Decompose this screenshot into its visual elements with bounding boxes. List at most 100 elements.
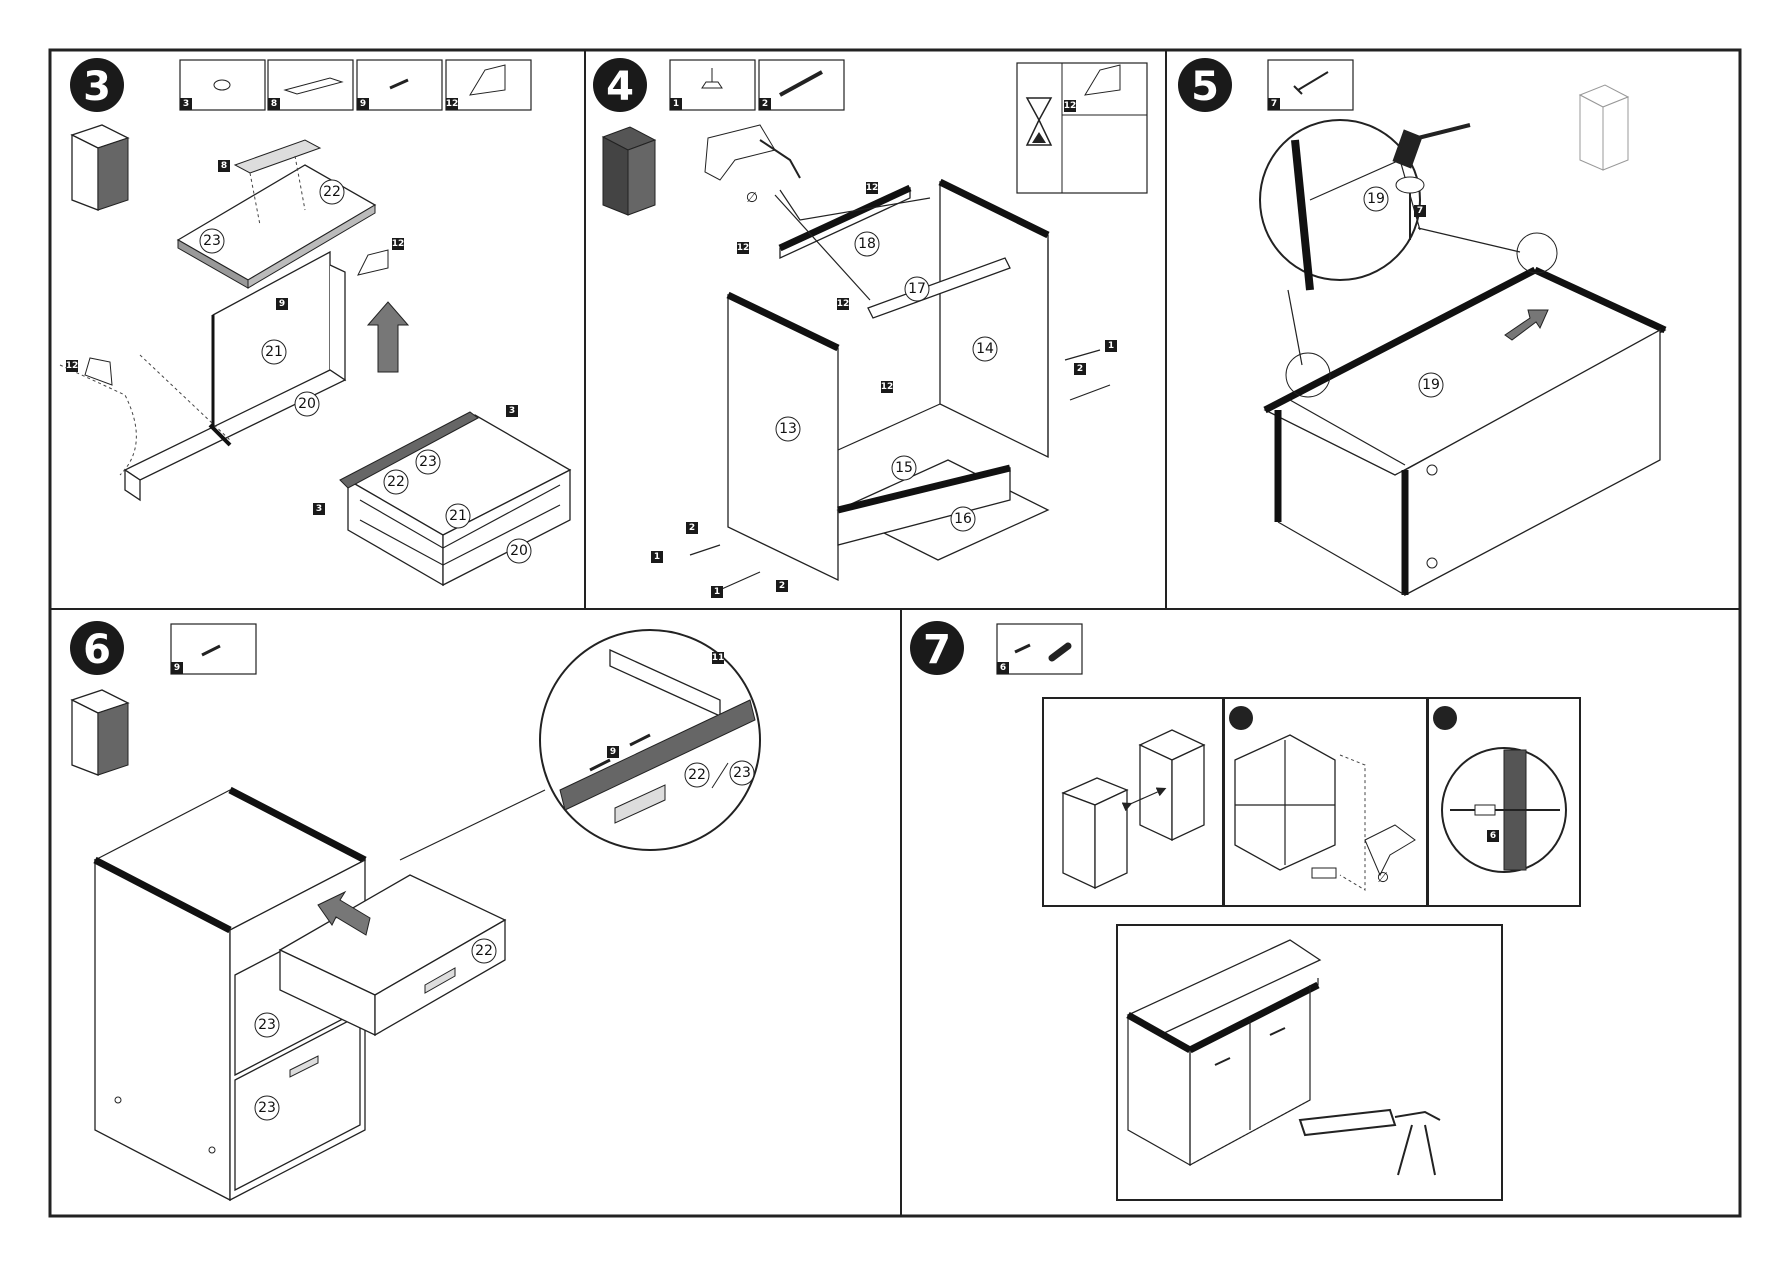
- step-7-panel: 7 6 ∅: [910, 621, 1581, 1201]
- part-box: [1267, 59, 1354, 111]
- step-badge: [70, 621, 124, 675]
- part-label: 20: [510, 543, 528, 559]
- hourglass-icon: [1025, 97, 1053, 146]
- part-number: 3: [183, 99, 189, 109]
- part-tag: 3: [316, 504, 322, 514]
- drawer-front: [234, 1013, 361, 1192]
- step-number: 3: [83, 64, 111, 110]
- assembled-drawer: [339, 411, 572, 587]
- outer-frame: [48, 48, 1742, 1218]
- part-tag: 11: [712, 653, 725, 663]
- part-label: 20: [298, 396, 316, 412]
- dowel-icon: [1048, 642, 1072, 662]
- part-tag: 2: [689, 523, 695, 533]
- handle-icon: [289, 1055, 319, 1078]
- part-label: 23: [419, 454, 437, 470]
- step-6-panel: 6 9 11 9: [70, 621, 761, 1202]
- part-tag: 12: [881, 382, 894, 392]
- part-number: 9: [174, 663, 180, 673]
- part-label: 21: [449, 508, 467, 524]
- handle-icon: [1214, 1057, 1231, 1066]
- part-number: 12: [446, 99, 459, 109]
- step-badge: [910, 621, 964, 675]
- final-cabinet: [1116, 924, 1503, 1201]
- cabinet-thumbnail: [601, 126, 657, 216]
- parts-list: 1 2: [669, 59, 845, 111]
- cam-cap-icon: [213, 79, 231, 91]
- glue-bottle-icon: [84, 357, 113, 386]
- part-label: 13: [779, 421, 797, 437]
- cabinet-thumbnail: [70, 124, 130, 211]
- part-number: 6: [1000, 663, 1006, 673]
- step-number: 6: [83, 627, 111, 673]
- dowel-strip-icon: [1311, 867, 1337, 879]
- step-number: 4: [606, 64, 634, 110]
- screw-icon: [1014, 643, 1031, 654]
- glue-bottle-icon: [469, 64, 506, 96]
- part-label: 23: [258, 1100, 276, 1116]
- part-tag: 9: [279, 299, 285, 309]
- detail-magnifier: [1259, 119, 1421, 281]
- part-label: 22: [475, 943, 493, 959]
- drill-icon: [704, 124, 801, 181]
- part-tag: [268, 98, 280, 110]
- nail-icon: [1293, 71, 1329, 95]
- parts-list: 3 8 9 12: [179, 59, 532, 111]
- step-badge: [70, 58, 124, 112]
- part-labels: 19 7 19: [1363, 186, 1444, 398]
- hammer-icon: [1392, 123, 1471, 169]
- part-label: 22: [688, 767, 706, 783]
- part-tag: 7: [1417, 206, 1423, 216]
- part-label: 22: [323, 184, 341, 200]
- screw-icon: [389, 78, 409, 90]
- step-number: 7: [923, 627, 951, 673]
- part-tag: 1: [1108, 341, 1114, 351]
- part-tag: 8: [221, 161, 227, 171]
- adjustable-foot-icon: [701, 68, 723, 89]
- part-tag: 1: [654, 552, 660, 562]
- part-tag: 12: [837, 299, 850, 309]
- part-tag: 12: [392, 239, 405, 249]
- handle-icon: [283, 77, 344, 95]
- part-labels: 12 18 12 17 12 14 1 2 12 13 15 16 2 1 1 …: [651, 182, 1117, 598]
- part-label: 22: [387, 474, 405, 490]
- part-label: 23: [733, 765, 751, 781]
- top-rail: [867, 257, 1011, 319]
- part-label: 23: [203, 233, 221, 249]
- step-badge: [593, 58, 647, 112]
- arrow-icon: [317, 890, 371, 936]
- part-label: 14: [976, 341, 994, 357]
- diameter-symbol: ∅: [746, 190, 758, 206]
- part-number: 8: [271, 99, 277, 109]
- glue-bottle-icon: [357, 249, 389, 276]
- part-number: 2: [762, 99, 768, 109]
- part-number: 7: [1271, 99, 1277, 109]
- part-label: 15: [895, 460, 913, 476]
- part-label: 23: [258, 1017, 276, 1033]
- part-number: 9: [360, 99, 366, 109]
- detail-magnifier: [539, 629, 761, 851]
- part-tag: 3: [509, 406, 515, 416]
- step-badge: [1178, 58, 1232, 112]
- part-tag: 12: [66, 361, 79, 371]
- part-label: 16: [954, 511, 972, 527]
- drying-time-box: 12: [1016, 62, 1148, 194]
- arrow-icon: [366, 301, 410, 373]
- part-number: 12: [1064, 101, 1077, 111]
- part-tag: [180, 98, 192, 110]
- cabinet-thumbnail: [70, 689, 130, 776]
- screw-icon: [779, 70, 823, 97]
- part-tag: 1: [714, 587, 720, 597]
- part-tag: [357, 98, 369, 110]
- part-tag: 12: [737, 243, 750, 253]
- part-labels: 11 9 22 23 22 23 23: [254, 652, 755, 1121]
- handle-icon: [424, 967, 456, 994]
- part-tag: 12: [866, 183, 879, 193]
- cabinet-thumbnail: [1578, 84, 1630, 171]
- part-label: 21: [265, 344, 283, 360]
- glue-bottle-icon: [1084, 64, 1121, 96]
- part-label: 17: [908, 281, 926, 297]
- part-labels: 8 22 23 9 12 21 20 12 3 22 23 21 3 20: [66, 160, 532, 564]
- part-tag: 9: [610, 747, 616, 757]
